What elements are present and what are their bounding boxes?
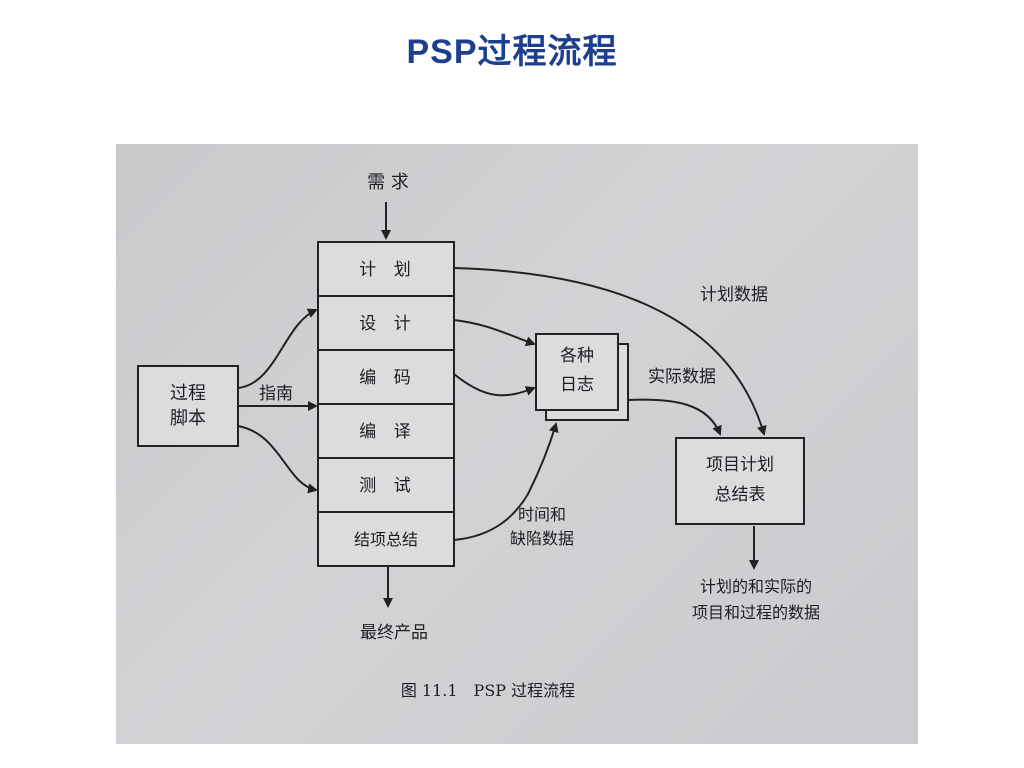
actual-data-arrow bbox=[627, 398, 722, 436]
plan-data-arrow bbox=[453, 267, 767, 436]
logs-line2: 日志 bbox=[560, 375, 594, 395]
step-label-postmortem: 结项总结 bbox=[354, 530, 418, 549]
guide-arrow-test bbox=[237, 425, 318, 494]
time-defect-line2: 缺陷数据 bbox=[510, 529, 574, 548]
code-to-logs-arrow bbox=[453, 373, 536, 397]
design-to-logs-arrow bbox=[453, 319, 536, 347]
time-defect-line1: 时间和 bbox=[518, 505, 566, 524]
final-product-label: 最终产品 bbox=[360, 623, 428, 643]
slide-title: PSP过程流程 bbox=[406, 33, 618, 71]
process-script-box bbox=[137, 365, 239, 447]
process-script-line1: 过程 bbox=[170, 383, 206, 404]
guide-arrow-design bbox=[237, 308, 318, 389]
postmortem-to-logs-arrow bbox=[453, 422, 559, 541]
step-box-design bbox=[317, 295, 455, 351]
logs-line1: 各种 bbox=[560, 346, 594, 366]
step-label-plan: 计 划 bbox=[359, 260, 416, 280]
step-label-compile: 编 译 bbox=[359, 422, 416, 442]
guide-label: 指南 bbox=[259, 384, 293, 404]
psp-flow-diagram: 需 求 计 划 设 计 编 码 编 译 测 试 结项总结 最终产品 过程 脚本 … bbox=[137, 172, 820, 700]
process-column: 计 划 设 计 编 码 编 译 测 试 结项总结 bbox=[317, 241, 455, 567]
actual-data-label: 实际数据 bbox=[648, 367, 716, 387]
step-box-test bbox=[317, 457, 455, 513]
summary-box bbox=[675, 437, 805, 525]
diagram-photo: 需 求 计 划 设 计 编 码 编 译 测 试 结项总结 最终产品 过程 脚本 … bbox=[116, 144, 918, 744]
process-script-line2: 脚本 bbox=[170, 408, 206, 429]
figure-caption: 图 11.1 PSP 过程流程 bbox=[401, 681, 575, 700]
logs-box bbox=[535, 333, 619, 411]
output-line1: 计划的和实际的 bbox=[700, 577, 812, 596]
requirements-label: 需 求 bbox=[367, 172, 409, 193]
step-label-design: 设 计 bbox=[359, 314, 416, 334]
summary-line1: 项目计划 bbox=[706, 455, 774, 475]
step-label-test: 测 试 bbox=[359, 476, 416, 496]
plan-data-label: 计划数据 bbox=[700, 285, 768, 305]
output-line2: 项目和过程的数据 bbox=[692, 603, 820, 622]
summary-line2: 总结表 bbox=[715, 485, 766, 505]
step-label-code: 编 码 bbox=[359, 368, 416, 388]
